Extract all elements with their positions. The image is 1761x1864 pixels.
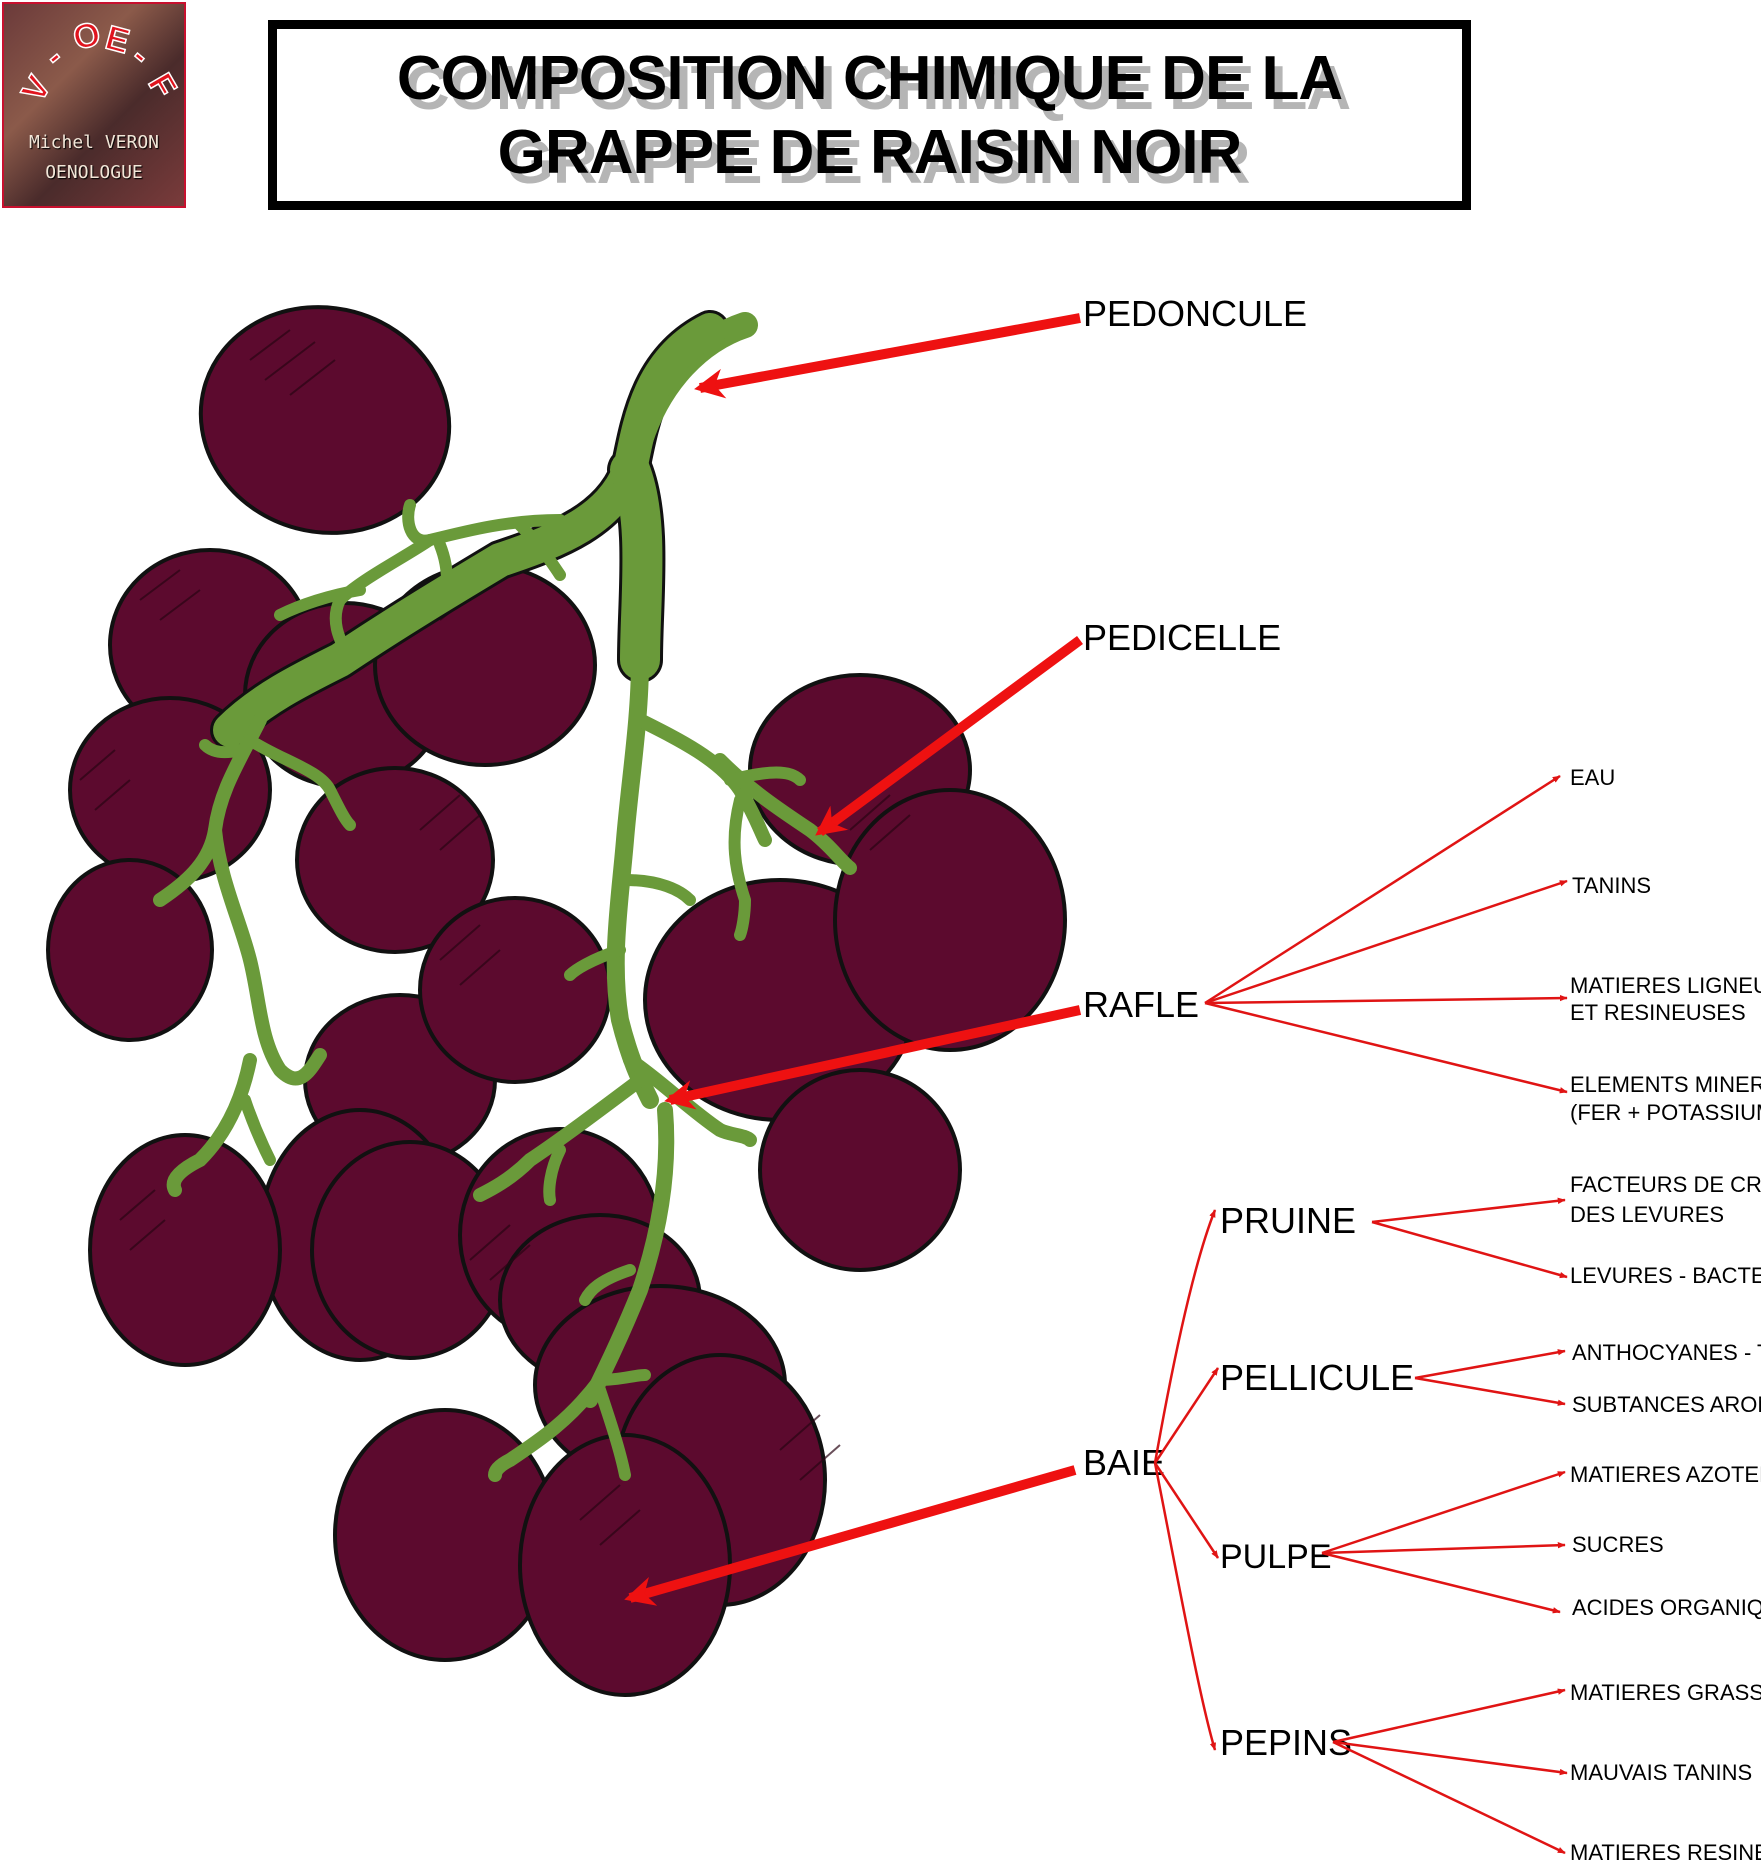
pepins-item-resineuses: MATIERES RESINEUSES (1570, 1840, 1761, 1864)
pellicule-branches (1414, 1349, 1566, 1406)
pepins-item-tanins: MAUVAIS TANINS (1570, 1760, 1752, 1785)
stem (153, 312, 857, 1482)
title-box: COMPOSITION CHIMIQUE DE LA GRAPPE DE RAI… (268, 20, 1471, 210)
arrow-baie (624, 1465, 1077, 1606)
rafle-item-tanins: TANINS (1572, 873, 1651, 898)
rafle-item-mineraux-1: ELEMENTS MINERAUX (1570, 1072, 1761, 1097)
label-baie: BAIE (1083, 1442, 1165, 1483)
title-line-2: GRAPPE DE RAISIN NOIR (497, 118, 1243, 187)
arrow-pedicelle (815, 635, 1083, 837)
baie-branches (1153, 1209, 1220, 1751)
pruine-item-facteurs-1: FACTEURS DE CROISSANCE (1570, 1172, 1761, 1197)
label-pepins: PEPINS (1220, 1722, 1352, 1763)
pulpe-item-acides: ACIDES ORGANIQUES (1572, 1595, 1761, 1620)
pellicule-item-anthocyanes: ANTHOCYANES - TANINS (1572, 1340, 1761, 1365)
pepins-item-grasses: MATIERES GRASSES (1570, 1680, 1761, 1705)
grape-berries (46, 305, 1067, 1697)
arrow-pedoncule (694, 313, 1081, 399)
pulpe-item-sucres: SUCRES (1572, 1532, 1664, 1557)
logo-name: Michel VERON (28, 132, 160, 153)
title-line-1: COMPOSITION CHIMIQUE DE LA (396, 44, 1343, 113)
logo-role: OENOLOGUE (45, 162, 143, 183)
rafle-item-mineraux-2: (FER + POTASSIUM) (1570, 1100, 1761, 1125)
rafle-item-ligneuses-1: MATIERES LIGNEUSES (1570, 973, 1761, 998)
berry (418, 896, 612, 1084)
label-rafle: RAFLE (1083, 984, 1199, 1025)
rafle-item-eau: EAU (1570, 765, 1615, 790)
label-pedicelle: PEDICELLE (1083, 617, 1281, 658)
pruine-branches (1371, 1197, 1568, 1279)
pruine-item-levures: LEVURES - BACTERIES (1570, 1263, 1761, 1288)
berry (198, 305, 452, 535)
pulpe-item-azotees: MATIERES AZOTEES (1570, 1462, 1761, 1487)
label-pulpe: PULPE (1220, 1538, 1332, 1576)
label-pellicule: PELLICULE (1220, 1357, 1414, 1398)
part-arrows (624, 313, 1083, 1606)
berry-texture (79, 329, 911, 1546)
rafle-branches (1204, 774, 1568, 1094)
berry (833, 788, 1067, 1052)
voef-logo: V - O E - F Michel VERON OENOLOGUE (2, 2, 186, 208)
arrow-rafle (664, 1005, 1082, 1110)
berry (46, 858, 214, 1042)
berry (88, 1133, 282, 1367)
logo-letter-4: E (102, 19, 134, 62)
pepins-branches (1332, 1688, 1568, 1855)
berry (758, 1068, 962, 1272)
rafle-item-ligneuses-2: ET RESINEUSES (1570, 1000, 1746, 1025)
label-pruine: PRUINE (1220, 1200, 1356, 1241)
logo-letters: V - O E - F (14, 18, 184, 108)
pruine-item-facteurs-2: DES LEVURES (1570, 1202, 1724, 1227)
pellicule-item-aromatiques: SUBTANCES AROMATIQUES (1572, 1392, 1761, 1417)
pulpe-branches (1321, 1470, 1566, 1614)
label-pedoncule: PEDONCULE (1083, 293, 1307, 334)
